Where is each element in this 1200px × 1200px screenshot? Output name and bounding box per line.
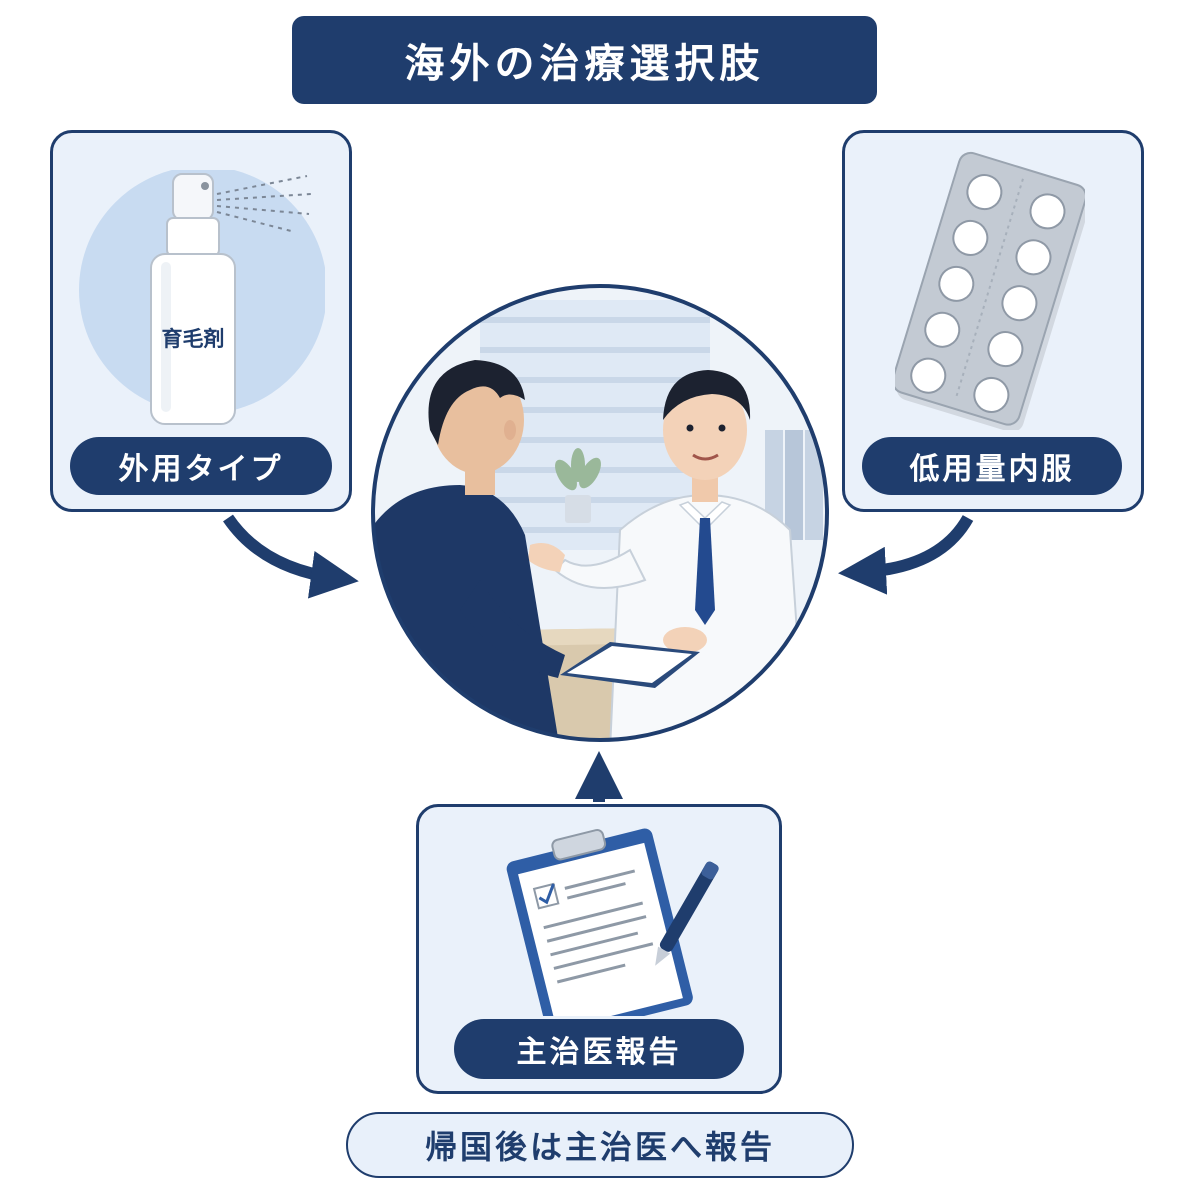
clipboard-checklist-icon xyxy=(506,828,719,1016)
pill-blister-pack-icon xyxy=(895,151,1085,430)
report-after-return-note: 帰国後は主治医へ報告 xyxy=(346,1112,854,1178)
bottle-label: 育毛剤 xyxy=(162,327,225,351)
arrow-right-to-center xyxy=(838,514,974,595)
low-dose-oral-label: 低用量内服 xyxy=(862,437,1122,495)
topical-type-label: 外用タイプ xyxy=(70,437,332,495)
arrow-left-to-center xyxy=(223,514,359,599)
page-title: 海外の治療選択肢 xyxy=(292,16,877,104)
spray-bottle-icon: 育毛剤 xyxy=(79,170,325,425)
doctor-patient-consultation-illustration xyxy=(371,284,829,742)
doctor-report-label: 主治医報告 xyxy=(454,1019,744,1079)
